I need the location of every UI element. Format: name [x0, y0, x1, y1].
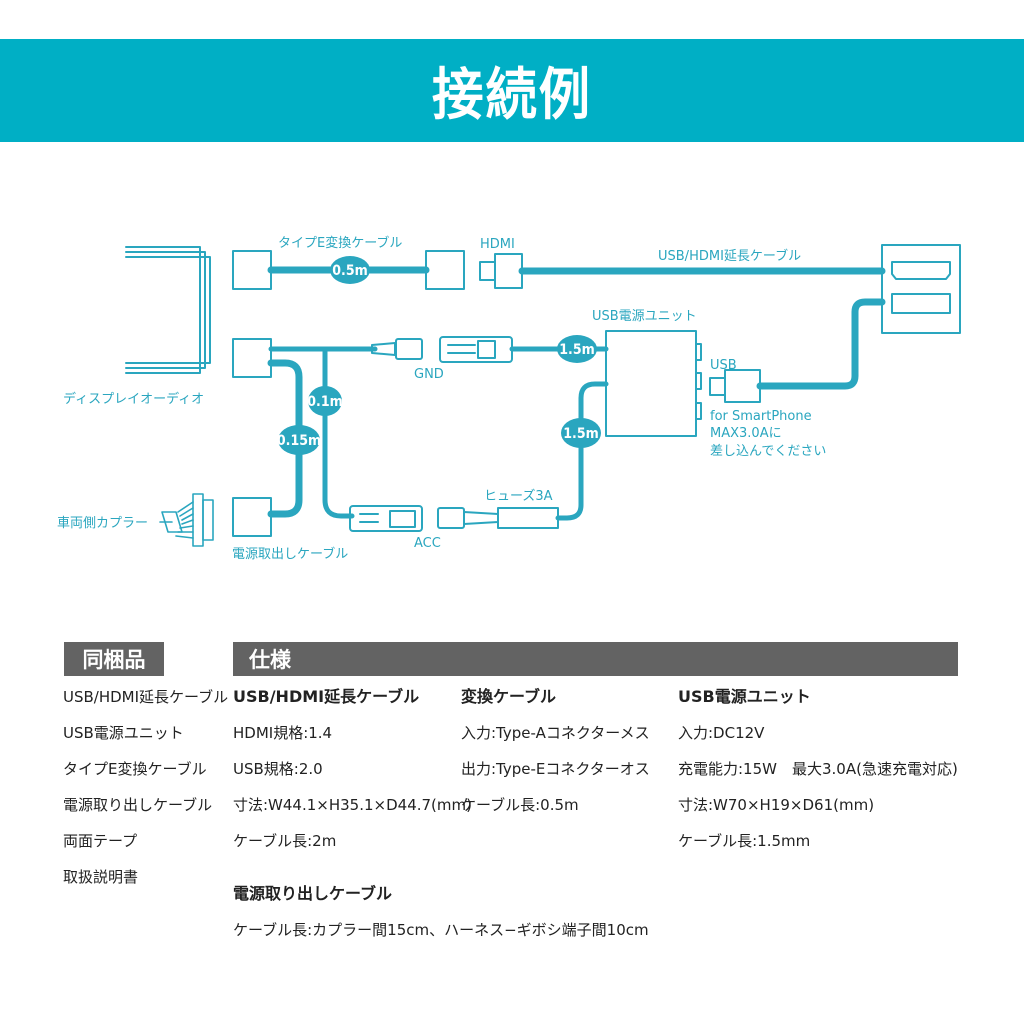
badge-branch-acc: 0.1m: [307, 386, 343, 416]
length-badges: 0.5m 0.1m 0.15m 1.5m 1.5m: [277, 256, 601, 455]
badge-acc-lead-text: 1.5m: [563, 426, 598, 442]
label-usb: USB: [710, 358, 737, 373]
spec-usb-hdmi-title: USB/HDMI延長ケーブル: [233, 687, 420, 706]
type-e-connector-right: [425, 250, 465, 290]
spec-power-unit-title: USB電源ユニット: [678, 687, 811, 706]
spec-row: HDMI規格:1.4: [233, 724, 333, 742]
contents-item: 電源取り出しケーブル: [63, 796, 213, 814]
contents-item: 取扱説明書: [63, 868, 139, 886]
label-note-line1: for SmartPhone: [710, 409, 812, 424]
label-acc: ACC: [414, 536, 441, 551]
usb-hdmi-receptacle-icon: [881, 244, 961, 334]
spec-row: ケーブル長:0.5m: [461, 796, 579, 814]
contents-item: USB電源ユニット: [63, 724, 184, 742]
contents-list: USB/HDMI延長ケーブル USB電源ユニット タイプE変換ケーブル 電源取り…: [63, 679, 228, 895]
specs-heading: 仕様: [233, 642, 958, 676]
label-vehicle-coupler: 車両側カプラー: [57, 516, 148, 531]
label-usb-hdmi-ext: USB/HDMI延長ケーブル: [658, 248, 801, 264]
spec-row: USB規格:2.0: [233, 760, 323, 778]
fuse-icon: [497, 507, 559, 529]
usb-power-unit-icon: [605, 330, 702, 437]
label-fuse: ヒューズ3A: [484, 488, 553, 504]
spec-row: 寸法:W70×H19×D61(mm): [678, 796, 875, 814]
spec-row: 入力:DC12V: [678, 724, 765, 742]
badge-type-e: 0.5m: [330, 256, 370, 284]
spec-row: ケーブル長:カプラー間15cm、ハーネス−ギボシ端子間10cm: [233, 921, 649, 939]
contents-item: タイプE変換ケーブル: [63, 760, 207, 778]
label-gnd: GND: [414, 367, 444, 382]
spec-conversion-title: 変換ケーブル: [461, 687, 557, 706]
badge-gnd-lead-text: 1.5m: [559, 342, 594, 358]
type-e-connector-left: [232, 250, 272, 290]
label-display-audio: ディスプレイオーディオ: [63, 391, 204, 407]
badge-acc-lead: 1.5m: [561, 418, 601, 448]
label-hdmi: HDMI: [480, 237, 515, 252]
spec-row: 寸法:W44.1×H35.1×D44.7(mm): [233, 796, 472, 814]
label-note-line2: MAX3.0Aに: [710, 426, 782, 441]
badge-gnd-lead: 1.5m: [557, 335, 597, 363]
label-note-line3: 差し込んでください: [710, 444, 826, 459]
connection-diagram: 0.5m 0.1m 0.15m 1.5m 1.5m ディスプレイオーディオ 車両…: [57, 235, 961, 562]
header-banner: 接続例: [0, 39, 1024, 142]
harness-connector-top: [232, 338, 272, 378]
label-type-e-cable: タイプE変換ケーブル: [278, 235, 402, 251]
contents-item: 両面テープ: [63, 832, 138, 850]
badge-coupler: 0.15m: [277, 425, 321, 455]
spec-row: ケーブル長:1.5mm: [678, 832, 811, 850]
spec-row: 出力:Type-Eコネクターオス: [461, 760, 650, 778]
harness-connector-bottom: [232, 497, 272, 537]
spec-usb-hdmi: USB/HDMI延長ケーブル HDMI規格:1.4 USB規格:2.0 寸法:W…: [233, 679, 472, 859]
hdmi-plug-icon: [479, 253, 523, 289]
usb-plug-icon: [709, 369, 761, 403]
badge-type-e-text: 0.5m: [332, 263, 367, 279]
badge-branch-acc-text: 0.1m: [307, 394, 342, 410]
spec-power-cable-title: 電源取り出しケーブル: [233, 884, 393, 903]
label-usb-power-unit: USB電源ユニット: [592, 309, 697, 324]
spec-conversion: 変換ケーブル 入力:Type-Aコネクターメス 出力:Type-Eコネクターオス…: [461, 679, 650, 823]
display-audio-icon: [125, 246, 211, 374]
contents-heading: 同梱品: [64, 642, 164, 676]
spec-row: ケーブル長:2m: [233, 832, 337, 850]
vehicle-coupler-icon: [159, 493, 214, 547]
contents-item: USB/HDMI延長ケーブル: [63, 688, 229, 706]
usb-cable-line: [756, 298, 886, 390]
page-title: 接続例: [431, 63, 593, 128]
spec-row: 充電能力:15W 最大3.0A(急速充電対応): [678, 760, 958, 778]
gnd-connector-icon: [371, 336, 513, 363]
spec-row: 入力:Type-Aコネクターメス: [461, 724, 650, 742]
badge-coupler-text: 0.15m: [277, 433, 321, 449]
label-power-takeoff-cable: 電源取出しケーブル: [232, 546, 348, 562]
spec-power-unit: USB電源ユニット 入力:DC12V 充電能力:15W 最大3.0A(急速充電対…: [678, 679, 958, 859]
acc-connector-icon: [349, 505, 499, 532]
spec-power-cable: 電源取り出しケーブル ケーブル長:カプラー間15cm、ハーネス−ギボシ端子間10…: [233, 876, 649, 948]
